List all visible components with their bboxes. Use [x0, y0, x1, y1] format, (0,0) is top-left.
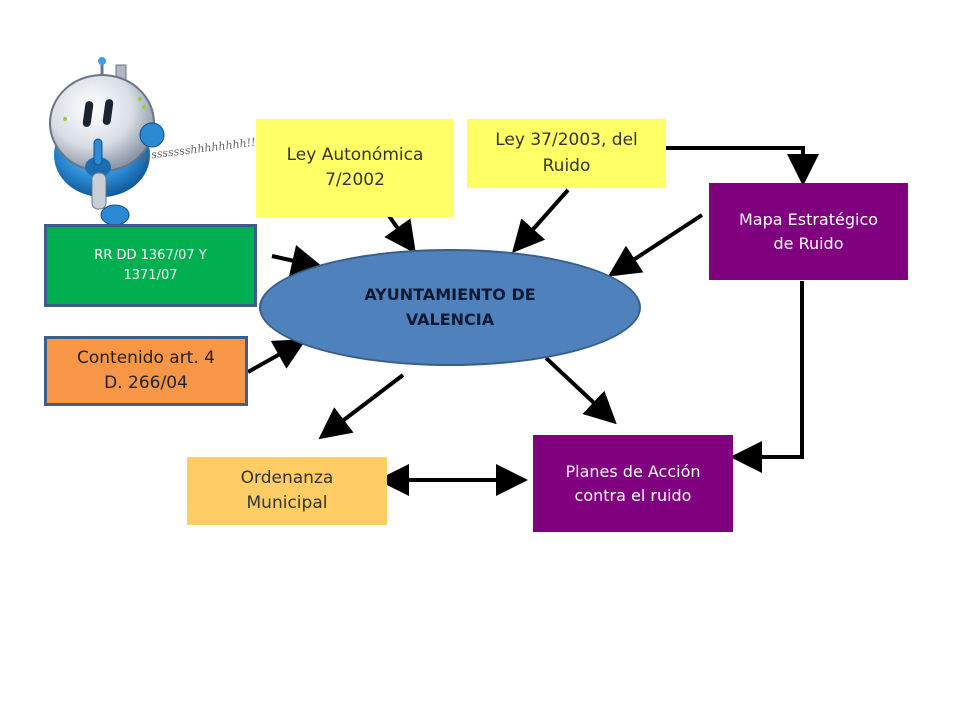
- arrow-ley37-to-mapa: [666, 146, 819, 186]
- ley-autonomica-label: Ley Autonómica 7/2002: [286, 144, 424, 191]
- ayuntamiento-label: AYUNTAMIENTO DE VALENCIA: [364, 284, 536, 329]
- ley-37-2003-label: Ley 37/2003, del Ruido: [495, 130, 638, 176]
- ordenanza-box: Ordenanza Municipal: [187, 457, 387, 525]
- arrow-contenido-to-center: [247, 339, 307, 374]
- arrow-center-to-ordenanza: [318, 373, 405, 440]
- ley-37-2003-box: Ley 37/2003, del Ruido: [467, 119, 666, 188]
- mapa-estrategico-label: Mapa Estratégico de Ruido: [738, 209, 879, 253]
- shush-robot-mascot-illustration: [49, 57, 165, 226]
- arrow-ley37-to-center: [512, 188, 570, 253]
- arrow-rr-to-center: [271, 245, 324, 277]
- rr-dd-label: RR DD 1367/07 Y 1371/07: [94, 248, 207, 283]
- contenido-label: Contenido art. 4 D. 266/04: [77, 347, 215, 394]
- arrow-mapa-to-planes: [730, 281, 804, 473]
- rr-dd-box: RR DD 1367/07 Y 1371/07: [44, 224, 257, 307]
- arrow-ley-autonomica-to-center: [384, 214, 416, 254]
- arrow-center-to-planes: [544, 356, 617, 425]
- ayuntamiento-center-ellipse: AYUNTAMIENTO DE VALENCIA: [259, 249, 641, 366]
- planes-accion-label: Planes de Acción contra el ruido: [565, 461, 701, 505]
- planes-accion-box: Planes de Acción contra el ruido: [533, 435, 733, 532]
- ordenanza-label: Ordenanza Municipal: [240, 467, 334, 514]
- mapa-estrategico-box: Mapa Estratégico de Ruido: [709, 183, 908, 280]
- arrow-mapa-to-center: [607, 213, 704, 277]
- contenido-box: Contenido art. 4 D. 266/04: [44, 336, 248, 406]
- ley-autonomica-box: Ley Autonómica 7/2002: [256, 119, 454, 217]
